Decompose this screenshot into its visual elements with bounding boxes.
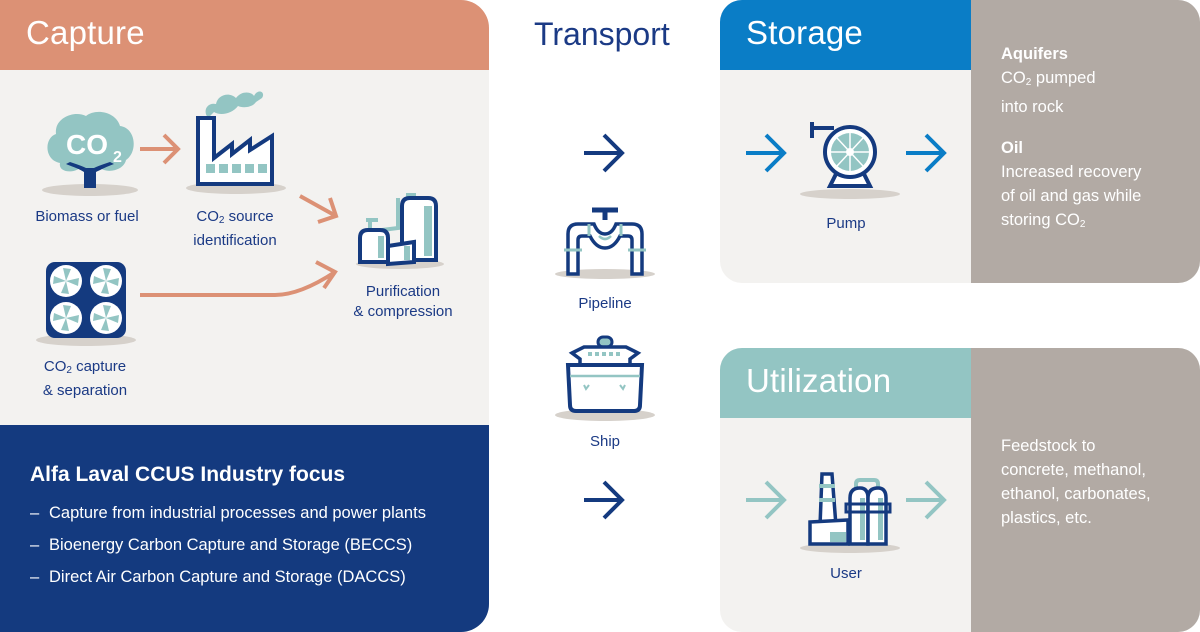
factory-icon bbox=[186, 91, 286, 194]
ship-icon bbox=[555, 335, 655, 421]
tanks-icon bbox=[356, 193, 444, 269]
tree-co2-text: CO bbox=[66, 129, 108, 160]
storage-side-panel: Aquifers CO2 pumped into rock Oil Increa… bbox=[971, 0, 1200, 283]
arrow-right-icon bbox=[906, 480, 947, 520]
purification-label: Purification& compression bbox=[353, 283, 453, 320]
arrow-right-icon bbox=[584, 133, 625, 173]
focus-title: Alfa Laval CCUS Industry focus bbox=[30, 463, 346, 486]
arrow-right-icon bbox=[140, 133, 181, 165]
curved-arrow-icon bbox=[140, 260, 338, 297]
utilization-desc: Feedstock to concrete, methanol, ethanol… bbox=[1001, 437, 1151, 527]
pipeline-label: Pipeline bbox=[578, 295, 632, 312]
capture-panel: Capture CO 2 Biomass or fuel CO2 source … bbox=[0, 0, 489, 632]
ship-label: Ship bbox=[589, 433, 621, 450]
arrow-right-icon bbox=[746, 133, 787, 173]
utilization-header: Utilization bbox=[720, 348, 971, 418]
transport-title: Transport bbox=[534, 16, 670, 52]
focus-item: –Direct Air Carbon Capture and Storage (… bbox=[30, 568, 406, 586]
co2-source-label: CO2 source identification bbox=[193, 208, 277, 249]
storage-title: Storage bbox=[746, 14, 863, 51]
arrow-right-icon bbox=[584, 480, 625, 520]
pump-label: Pump bbox=[826, 215, 866, 232]
oil-block: Oil Increased recovery of oil and gas wh… bbox=[1001, 139, 1142, 230]
industry-focus-box: Alfa Laval CCUS Industry focus –Capture … bbox=[0, 425, 489, 632]
focus-list: –Capture from industrial processes and p… bbox=[30, 503, 426, 599]
storage-header: Storage bbox=[720, 0, 971, 70]
arrow-right-icon bbox=[906, 133, 947, 173]
arrow-right-icon bbox=[746, 480, 787, 520]
pipeline-icon bbox=[555, 207, 655, 279]
tree-co2-icon: CO 2 bbox=[42, 111, 138, 196]
fan-unit-icon bbox=[36, 262, 136, 346]
capture-header: Capture bbox=[0, 0, 489, 70]
utilization-card: Utilization Feedstock to concrete, metha… bbox=[720, 348, 1200, 632]
capture-title: Capture bbox=[26, 14, 145, 51]
tree-co2-sub: 2 bbox=[113, 149, 122, 166]
arrow-down-right-icon bbox=[299, 194, 339, 224]
utilization-title: Utilization bbox=[746, 362, 892, 399]
storage-card: Storage Aquifers CO2 pumped into rock Oi… bbox=[720, 0, 1200, 283]
aquifers-block: Aquifers CO2 pumped into rock bbox=[1001, 45, 1096, 116]
utilization-side-panel: Feedstock to concrete, methanol, ethanol… bbox=[971, 348, 1200, 632]
focus-item: –Capture from industrial processes and p… bbox=[30, 504, 426, 522]
biomass-label: Biomass or fuel bbox=[35, 208, 139, 225]
user-label: User bbox=[830, 565, 862, 582]
industrial-user-icon bbox=[800, 472, 900, 553]
co2-capture-label: CO2 capture & separation bbox=[42, 358, 128, 399]
pump-icon bbox=[800, 122, 900, 199]
focus-item: –Bioenergy Carbon Capture and Storage (B… bbox=[30, 536, 413, 554]
